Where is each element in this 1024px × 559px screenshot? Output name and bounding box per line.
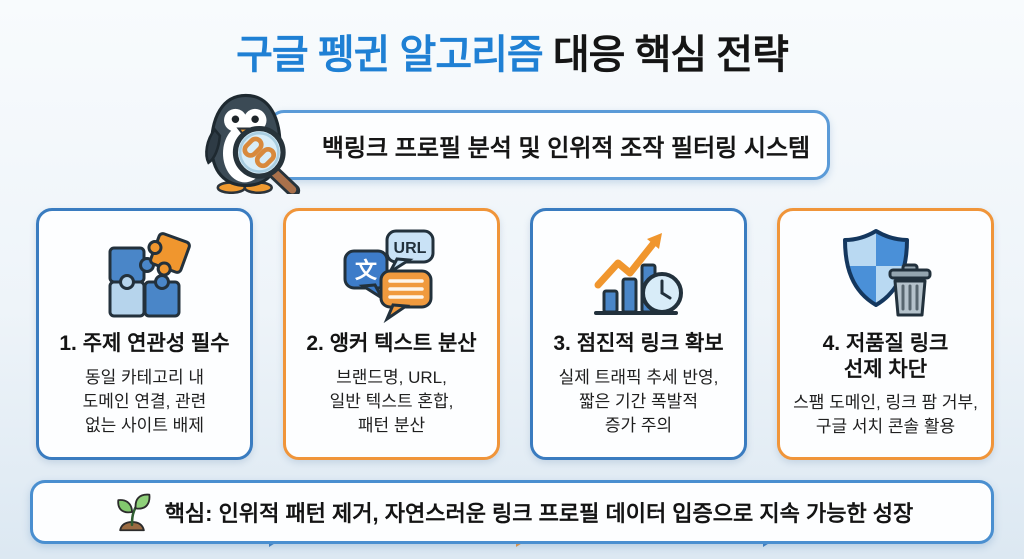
card-description: 동일 카테고리 내 도메인 연결, 관련 없는 사이트 배제 — [82, 367, 207, 435]
hero-badge-label: 백링크 프로필 분석 및 인위적 조작 필터링 시스템 — [321, 134, 811, 162]
card-low-quality-block: 4. 저품질 링크 선제 차단 스팸 도메인, 링크 팜 거부, 구글 서치 콘… — [777, 208, 994, 460]
card-description: 스팸 도메인, 링크 팜 거부, 구글 서치 콘솔 활용 — [793, 393, 978, 437]
footer-key-message-label: 핵심: 인위적 패턴 제거, 자연스러운 링크 프로필 데이터 입증으로 지속 … — [164, 501, 914, 526]
page-title: 구글 펭귄 알고리즘 대응 핵심 전략 — [0, 22, 1024, 80]
strategy-cards-row: 1. 주제 연관성 필수 동일 카테고리 내 도메인 연결, 관련 없는 사이트… — [0, 208, 1024, 547]
url-bubble-label: URL — [393, 240, 426, 257]
card-title: 1. 주제 연관성 필수 — [59, 332, 230, 355]
card-topic-relevance: 1. 주제 연관성 필수 동일 카테고리 내 도메인 연결, 관련 없는 사이트… — [36, 208, 253, 460]
card-description: 실제 트래픽 추세 반영, 짧은 기간 폭발적 증가 주의 — [558, 367, 719, 435]
shield-trash-icon — [831, 223, 941, 327]
puzzle-pieces-icon — [90, 223, 200, 327]
card-gradual-links: 3. 점진적 링크 확보 실제 트래픽 추세 반영, 짧은 기간 폭발적 증가 … — [530, 208, 747, 460]
page-title-rest: 대응 핵심 전략 — [542, 33, 789, 77]
chat-bubbles-icon: URL 文 — [337, 223, 447, 327]
penguin-magnifier-icon — [205, 93, 301, 194]
card-description: 브랜드명, URL, 일반 텍스트 혼합, 패턴 분산 — [329, 367, 454, 435]
footer-key-message: 핵심: 인위적 패턴 제거, 자연스러운 링크 프로필 데이터 입증으로 지속 … — [30, 480, 994, 544]
card-title: 3. 점진적 링크 확보 — [553, 332, 724, 355]
card-anchor-text: URL 文 2. 앵커 — [283, 208, 500, 460]
card-title: 4. 저품질 링크 선제 차단 — [822, 332, 949, 381]
text-bubble-label: 文 — [354, 258, 377, 283]
page-title-highlight: 구글 펭귄 알고리즘 — [236, 33, 544, 77]
sprout-icon — [116, 493, 151, 532]
growth-chart-clock-icon — [584, 223, 694, 327]
card-title: 2. 앵커 텍스트 분산 — [306, 332, 477, 355]
hero-badge: 백링크 프로필 분석 및 인위적 조작 필터링 시스템 — [268, 110, 830, 180]
hero-banner: 백링크 프로필 분석 및 인위적 조작 필터링 시스템 — [0, 92, 1024, 194]
